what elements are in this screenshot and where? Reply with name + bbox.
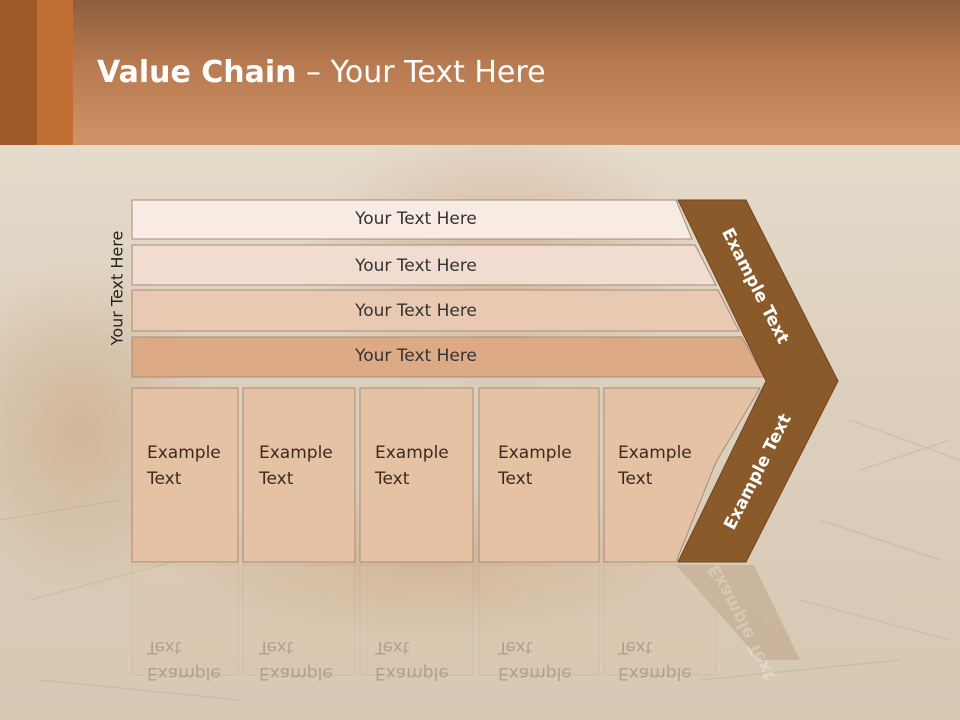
box-text-line: Example: [375, 663, 449, 683]
row-label-2: Your Text Here: [355, 256, 477, 276]
box-text-line: Text: [147, 637, 182, 657]
box-text-line: Example: [259, 663, 333, 683]
box-text-reflection: Example Text: [375, 634, 449, 686]
box-text-line: Example: [147, 663, 221, 683]
box-text-line: Text: [147, 469, 182, 489]
box-text-line: Example: [618, 663, 692, 683]
box-text-reflection: Example Text: [147, 634, 221, 686]
box-text-line: Text: [498, 469, 533, 489]
box-text-line: Example: [498, 663, 572, 683]
row-bar-3: [131, 289, 740, 332]
activity-box-5: [603, 387, 761, 563]
title-rest: – Your Text Here: [296, 55, 546, 90]
box-text-line: Text: [618, 469, 653, 489]
slide-title: Value Chain – Your Text Here: [97, 52, 546, 94]
row-bar-1: [131, 199, 693, 240]
box-text-line: Text: [618, 637, 653, 657]
row-label-3: Your Text Here: [355, 301, 477, 321]
box-text-reflection: Example Text: [498, 634, 572, 686]
reflection: [131, 564, 800, 676]
activity-box-1: [131, 387, 239, 563]
vertical-axis-label: Your Text Here: [107, 230, 127, 346]
title-bold: Value Chain: [97, 55, 297, 90]
box-text-reflection: Example Text: [618, 634, 692, 686]
row-bar-2: [131, 244, 717, 286]
margin-chevron: [677, 199, 839, 563]
box-text-line: Text: [259, 637, 294, 657]
box-text-line: Example: [147, 443, 221, 463]
box-text-reflection: Example Text: [259, 634, 333, 686]
activity-box-4: [478, 387, 600, 563]
box-text-line: Example: [498, 443, 572, 463]
box-text-line: Text: [375, 637, 410, 657]
box-text-line: Example: [375, 443, 449, 463]
row-label-1: Your Text Here: [355, 209, 477, 229]
box-text-line: Example: [259, 443, 333, 463]
box-text-line: Text: [375, 469, 410, 489]
header-stripe: [37, 0, 73, 145]
box-text-line: Text: [259, 469, 294, 489]
row-label-4: Your Text Here: [355, 346, 477, 366]
activity-box-3: [359, 387, 474, 563]
header-stripe: [0, 0, 37, 145]
box-text-line: Example: [618, 443, 692, 463]
box-text-line: Text: [498, 637, 533, 657]
header-bar: [0, 0, 960, 145]
activity-box-2: [242, 387, 356, 563]
